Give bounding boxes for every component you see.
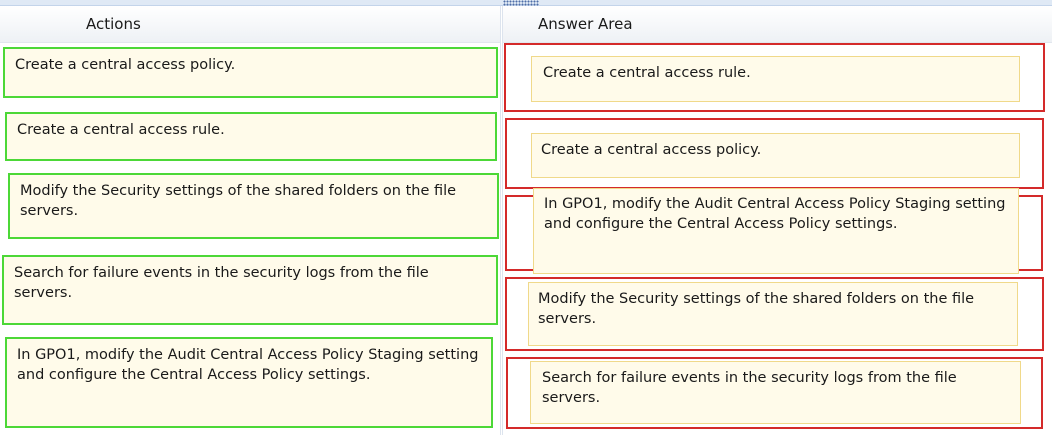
answer-header: Answer Area (503, 6, 1052, 43)
answer-item-search-failure[interactable]: Search for failure events in the securit… (530, 361, 1021, 424)
splitter-grip[interactable] (503, 0, 539, 6)
answer-item-modify-security[interactable]: Modify the Security settings of the shar… (528, 282, 1018, 346)
answer-item-create-rule[interactable]: Create a central access rule. (531, 56, 1020, 102)
action-item-modify-security[interactable]: Modify the Security settings of the shar… (8, 173, 499, 239)
action-item-create-rule[interactable]: Create a central access rule. (5, 112, 497, 161)
action-item-search-failure[interactable]: Search for failure events in the securit… (2, 255, 498, 325)
action-item-create-policy[interactable]: Create a central access policy. (3, 47, 498, 98)
action-item-gpo1-audit[interactable]: In GPO1, modify the Audit Central Access… (5, 337, 493, 428)
answer-item-gpo1-audit[interactable]: In GPO1, modify the Audit Central Access… (533, 188, 1019, 274)
answer-item-create-policy[interactable]: Create a central access policy. (531, 133, 1020, 178)
actions-header: Actions (0, 6, 500, 43)
